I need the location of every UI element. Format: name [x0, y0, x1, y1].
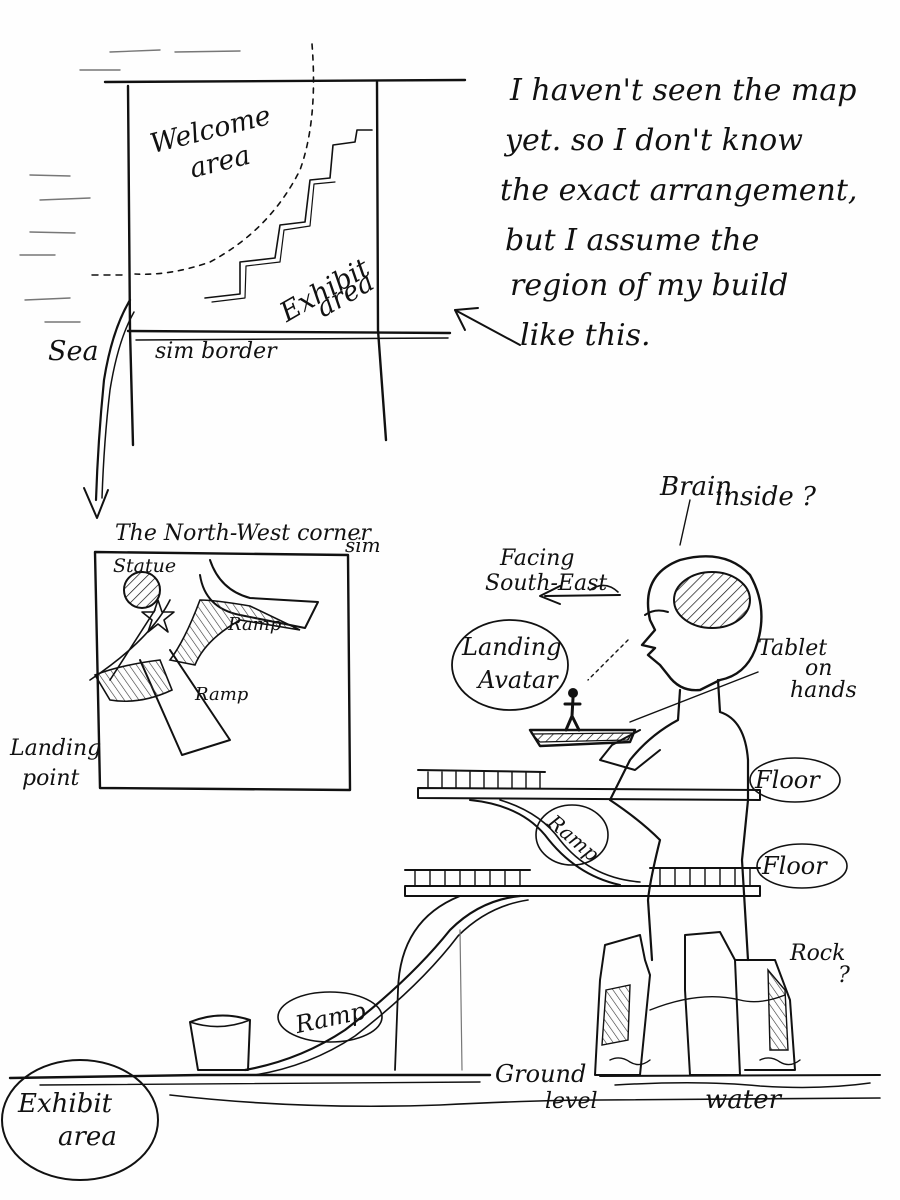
- rock-label: Rock: [789, 941, 845, 966]
- note-line-3: the exact arrangement,: [500, 173, 857, 208]
- corner-ramp-upper-label: Ramp: [227, 614, 282, 635]
- welcome-boundary: [134, 43, 315, 276]
- corner-title: The North-West corner: [115, 521, 372, 546]
- note-arrow: [454, 309, 521, 346]
- exhibit-stairs: [204, 129, 373, 299]
- figure-scene: Brain inside ? Facing South-East Landing…: [1, 472, 881, 1181]
- ground-pillar: [189, 1014, 251, 1071]
- note-line-1: I haven't seen the map: [509, 73, 856, 108]
- lower-floor: [404, 867, 761, 897]
- tablet-label: Tablet: [758, 636, 827, 661]
- landing-point-label: Landing: [9, 736, 101, 761]
- landing-point-label-2: point: [22, 766, 80, 791]
- brain-icon: [673, 571, 751, 629]
- note-line-2: yet. so I don't know: [503, 123, 803, 158]
- sim-map: Welcome area Exhibit area Sea sim border: [19, 43, 521, 519]
- tablet-label-2: on: [805, 656, 832, 681]
- landing-avatar-label-2: Avatar: [476, 666, 559, 694]
- statue-icon: [123, 571, 161, 609]
- brain-label: Brain: [659, 472, 732, 502]
- rock-label-2: ?: [838, 963, 850, 988]
- corner-map: The North-West corner sim Statue Ramp Ra…: [9, 521, 381, 792]
- floor-upper-label: Floor: [754, 766, 821, 794]
- exhibit-area-label-2: area: [58, 1122, 117, 1152]
- facing-label: Facing: [499, 546, 575, 571]
- ground-level-label: Ground: [495, 1060, 586, 1088]
- note-line-4: but I assume the: [505, 223, 759, 258]
- figure-head: [640, 555, 763, 692]
- corner-title-suffix: sim: [345, 533, 381, 557]
- water-label: water: [705, 1085, 783, 1115]
- exhibit-area-label: Exhibit: [17, 1089, 113, 1119]
- ramp-ground-label: Ramp: [292, 997, 368, 1039]
- figure-body: [608, 688, 682, 962]
- ground-line: [8, 1073, 492, 1080]
- handwritten-note: I haven't seen the map yet. so I don't k…: [500, 73, 857, 353]
- note-line-5: region of my build: [510, 268, 788, 303]
- sea-waves: [19, 49, 241, 323]
- landing-avatar-label: Landing: [461, 633, 562, 661]
- corner-arrow: [94, 298, 132, 502]
- middle-ramp: [469, 799, 621, 886]
- ground-level-label-2: level: [545, 1089, 598, 1114]
- floor-lower-label: Floor: [761, 852, 828, 880]
- ground-ramp: [243, 894, 522, 1072]
- facing-arrow: [544, 594, 621, 597]
- note-line-6: like this.: [520, 318, 651, 353]
- tablet: [528, 728, 637, 748]
- facing-label-2: South-East: [485, 571, 607, 596]
- tablet-label-3: hands: [790, 678, 857, 703]
- ramp-middle-label: Ramp: [542, 809, 604, 866]
- lower-ramp: [139, 649, 231, 756]
- upper-floor: [417, 769, 761, 801]
- brain-label-2: inside ?: [715, 482, 817, 512]
- sea-label: Sea: [48, 336, 99, 367]
- avatar-figure: [563, 688, 582, 732]
- rocks: [594, 931, 796, 1076]
- corner-ramp-lower-label: Ramp: [194, 684, 249, 705]
- water-waves: [609, 1057, 801, 1066]
- statue-label: Statue: [113, 555, 176, 577]
- landing-star-icon: [141, 599, 175, 633]
- upper-ramp: [199, 559, 319, 629]
- sim-border-label: sim border: [155, 339, 278, 364]
